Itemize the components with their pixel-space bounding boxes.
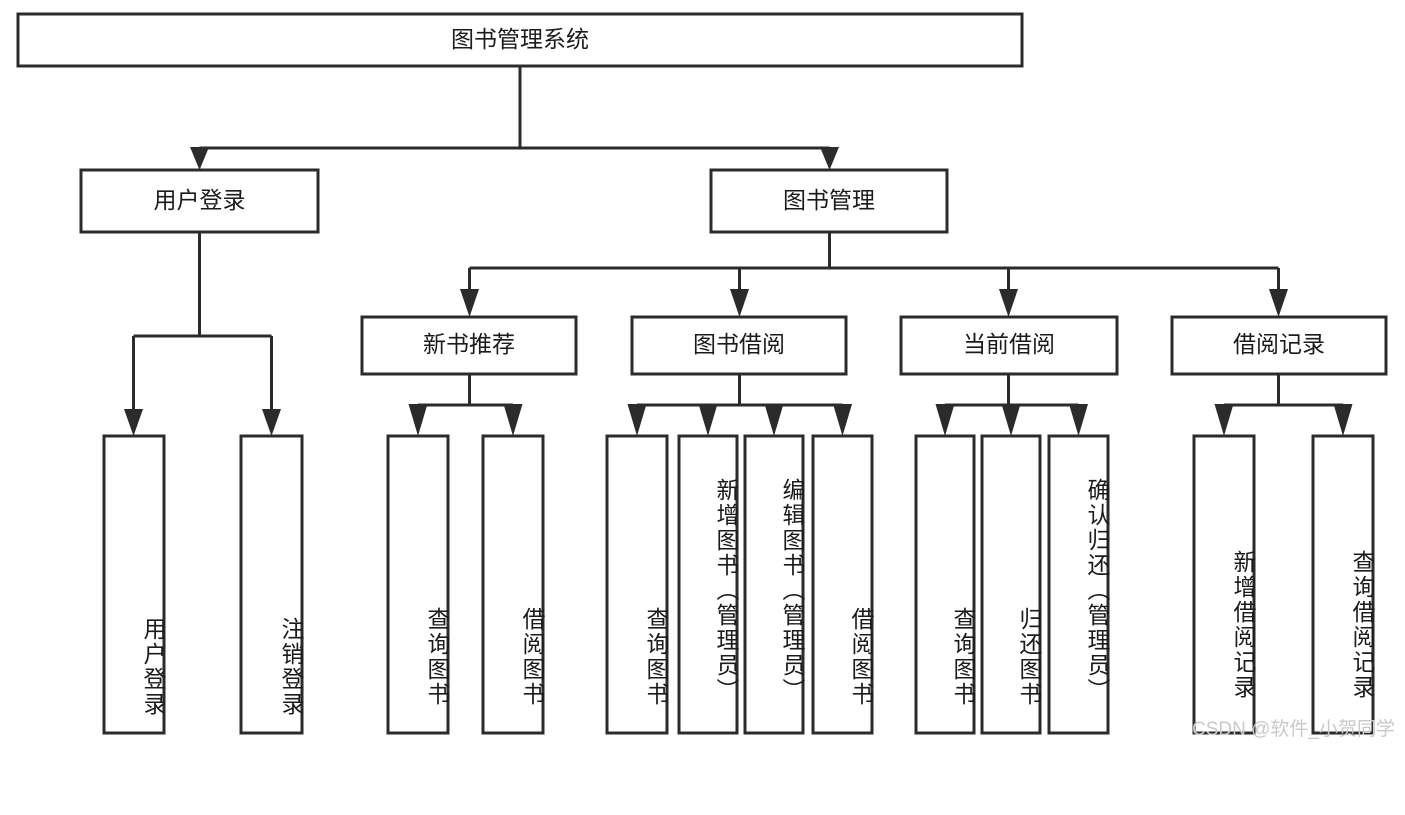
node-box-leaf-borrow-book-recommend[interactable]	[481, 434, 545, 735]
node-label-root: 图书管理系统	[451, 26, 589, 52]
node-box-book-borrow[interactable]	[630, 315, 848, 376]
arrow-head-leaf-query-borrow-record	[1333, 404, 1353, 436]
node-box-book-management[interactable]	[709, 168, 949, 234]
arrow-head-new-book-recommend	[460, 289, 479, 317]
arrow-head-leaf-query-book-current	[935, 404, 955, 436]
arrow-head-leaf-query-book-borrow	[627, 404, 647, 436]
watermark-text: CSDN @软件_小贺同学	[1192, 719, 1395, 740]
node-box-user-login[interactable]	[79, 168, 320, 234]
connector-group-book-management-to-level3	[460, 232, 1288, 317]
node-box-leaf-edit-book-admin[interactable]	[743, 434, 805, 735]
arrow-head-book-management	[820, 147, 839, 170]
node-label-user-login: 用户登录	[154, 187, 246, 213]
arrow-head-leaf-edit-book-admin	[764, 404, 784, 436]
diagram-canvas: 图书管理系统 用户登录 图书管理 新书推荐 图书借阅 当前借阅 借阅记录	[16, 12, 1388, 735]
node-box-leaf-add-borrow-record[interactable]	[1192, 434, 1256, 735]
arrow-head-borrow-record	[1269, 289, 1288, 317]
node-label-book-borrow: 图书借阅	[693, 331, 785, 357]
arrow-head-leaf-add-borrow-record	[1214, 404, 1234, 436]
node-label-current-borrow: 当前借阅	[963, 331, 1055, 357]
node-box-leaf-logout[interactable]	[239, 434, 304, 735]
connector-group-root-to-level2	[190, 66, 839, 170]
node-box-leaf-return-book[interactable]	[980, 434, 1042, 735]
arrow-head-current-borrow	[999, 289, 1018, 317]
node-box-leaf-add-book-admin[interactable]	[677, 434, 739, 735]
node-label-borrow-record: 借阅记录	[1233, 331, 1325, 357]
node-box-leaf-user-login[interactable]	[102, 434, 166, 735]
node-box-root[interactable]	[16, 12, 1024, 68]
arrow-head-leaf-borrow-book	[833, 404, 852, 436]
node-box-new-book-recommend[interactable]	[360, 315, 578, 376]
arrow-head-leaf-add-book-admin	[698, 404, 718, 436]
connector-group-current-borrow-to-leaves	[935, 374, 1088, 436]
arrow-head-book-borrow	[730, 289, 749, 317]
flowchart-diagram: 图书管理系统 用户登录 图书管理 新书推荐 图书借阅 当前借阅 借阅记录 用户登…	[16, 12, 1395, 740]
connector-group-borrow-record-to-leaves	[1214, 374, 1353, 436]
node-box-leaf-confirm-return-admin[interactable]	[1047, 434, 1110, 735]
arrow-head-user-login	[190, 147, 209, 170]
connector-group-book-borrow-to-leaves	[627, 374, 852, 436]
connector-group-user-login-to-leaves	[124, 232, 281, 436]
arrow-head-leaf-query-book-recommend	[408, 404, 428, 436]
node-box-leaf-query-book-recommend[interactable]	[386, 434, 450, 735]
connector-group-new-book-recommend-to-leaves	[408, 374, 523, 436]
node-box-leaf-borrow-book[interactable]	[811, 434, 874, 735]
node-box-leaf-query-book-current[interactable]	[914, 434, 976, 735]
node-box-borrow-record[interactable]	[1170, 315, 1388, 376]
arrow-head-leaf-user-login	[124, 409, 143, 436]
arrow-head-leaf-confirm-return-admin	[1069, 404, 1088, 436]
node-box-leaf-query-book-borrow[interactable]	[605, 434, 669, 735]
node-label-new-book-recommend: 新书推荐	[423, 331, 515, 357]
arrow-head-leaf-logout	[262, 409, 281, 436]
arrow-head-leaf-return-book	[1001, 404, 1021, 436]
node-box-current-borrow[interactable]	[899, 315, 1119, 376]
node-label-book-management: 图书管理	[783, 187, 875, 213]
node-box-leaf-query-borrow-record[interactable]	[1311, 434, 1375, 735]
arrow-head-leaf-borrow-book-recommend	[503, 404, 523, 436]
